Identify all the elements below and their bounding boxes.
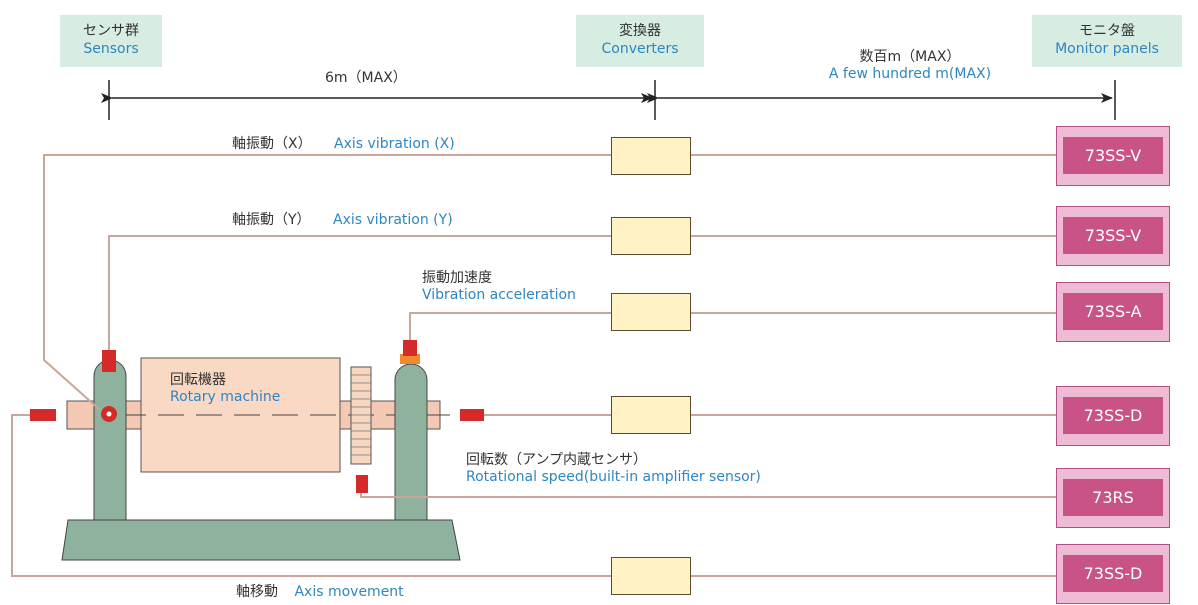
label-accel: 振動加速度 Vibration acceleration bbox=[422, 270, 576, 304]
label-accel-jp: 振動加速度 bbox=[422, 270, 492, 286]
monitor-label: 73SS-D bbox=[1063, 555, 1163, 592]
monitor-label: 73SS-V bbox=[1063, 137, 1163, 174]
monitor-panel: 73SS-V bbox=[1056, 126, 1170, 186]
label-axis-y-jp: 軸振動（Y） bbox=[232, 212, 311, 228]
sensor-axial-displacement bbox=[460, 409, 484, 421]
converter-movement bbox=[611, 557, 691, 595]
monitor-label: 73SS-A bbox=[1063, 293, 1163, 330]
label-movement-en: Axis movement bbox=[294, 584, 404, 600]
wire-accel bbox=[409, 312, 611, 342]
header-sensors-jp: センサ群 bbox=[83, 23, 139, 39]
monitor-panel: 73SS-D bbox=[1056, 386, 1170, 446]
wire-movement bbox=[11, 414, 611, 577]
right-stand bbox=[394, 363, 428, 521]
wire-axis-x bbox=[43, 154, 611, 411]
converter-axis-x bbox=[611, 137, 691, 175]
label-accel-en: Vibration acceleration bbox=[422, 287, 576, 303]
monitor-panel: 73SS-A bbox=[1056, 282, 1170, 342]
converter-axial bbox=[611, 396, 691, 434]
converter-accel bbox=[611, 293, 691, 331]
label-speed: 回転数（アンプ内蔵センサ） Rotational speed(built-in … bbox=[466, 452, 761, 486]
label-machine-jp: 回転機器 bbox=[170, 372, 226, 388]
header-monitors-en: Monitor panels bbox=[1055, 41, 1159, 57]
dimension-lines bbox=[101, 80, 1116, 120]
wire-speed bbox=[360, 490, 1062, 498]
gear bbox=[350, 366, 372, 465]
sensor-movement-left bbox=[30, 409, 56, 421]
header-monitors-jp: モニタ盤 bbox=[1079, 23, 1135, 39]
header-sensors: センサ群 Sensors bbox=[60, 15, 162, 67]
wire-axis-y bbox=[108, 235, 611, 350]
label-speed-en: Rotational speed(built-in amplifier sens… bbox=[466, 469, 761, 485]
header-monitors: モニタ盤 Monitor panels bbox=[1032, 15, 1182, 67]
label-machine-en: Rotary machine bbox=[170, 389, 281, 405]
header-converters-jp: 変換器 bbox=[619, 23, 661, 39]
label-movement-jp: 軸移動 bbox=[236, 584, 278, 600]
distance-hundreds-jp: 数百m（MAX） bbox=[859, 49, 961, 65]
left-stand bbox=[93, 359, 127, 521]
label-axis-y-en: Axis vibration (Y) bbox=[333, 212, 453, 228]
distance-6m: 6m（MAX） bbox=[325, 70, 407, 86]
monitor-panel: 73RS bbox=[1056, 468, 1170, 528]
sensor-axis-y bbox=[102, 350, 116, 372]
machine-base bbox=[61, 519, 461, 561]
monitor-label: 73RS bbox=[1063, 479, 1163, 516]
label-speed-jp: 回転数（アンプ内蔵センサ） bbox=[466, 452, 648, 468]
header-sensors-en: Sensors bbox=[83, 41, 139, 57]
converter-axis-y bbox=[611, 217, 691, 255]
label-movement: 軸移動 Axis movement bbox=[236, 584, 404, 601]
label-axis-x-jp: 軸振動（X） bbox=[232, 136, 312, 152]
label-axis-x: 軸振動（X） Axis vibration (X) bbox=[232, 136, 455, 153]
header-converters-en: Converters bbox=[601, 41, 679, 57]
monitor-panel: 73SS-V bbox=[1056, 206, 1170, 266]
label-axis-x-en: Axis vibration (X) bbox=[334, 136, 455, 152]
distance-hundreds-en: A few hundred m(MAX) bbox=[828, 66, 992, 82]
header-converters: 変換器 Converters bbox=[576, 15, 704, 67]
monitor-label: 73SS-D bbox=[1063, 397, 1163, 434]
label-axis-y: 軸振動（Y） Axis vibration (Y) bbox=[232, 212, 453, 229]
sensor-accel bbox=[403, 340, 417, 356]
monitor-label: 73SS-V bbox=[1063, 217, 1163, 254]
sensor-speed bbox=[356, 475, 368, 493]
sensors bbox=[30, 340, 484, 493]
distance-hundreds: 数百m（MAX） A few hundred m(MAX) bbox=[795, 49, 1025, 83]
monitor-panel: 73SS-D bbox=[1056, 544, 1170, 604]
sensor-accel-mount bbox=[400, 354, 420, 364]
label-machine: 回転機器 Rotary machine bbox=[170, 372, 280, 406]
